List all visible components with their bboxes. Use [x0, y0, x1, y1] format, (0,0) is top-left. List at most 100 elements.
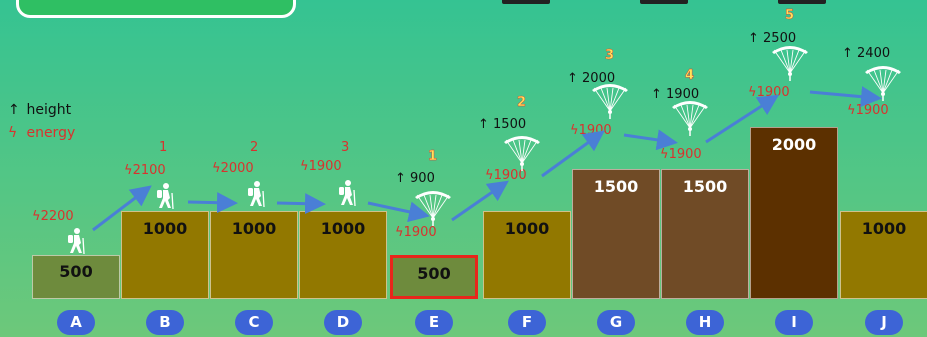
- up-arrow-icon: ↑: [651, 87, 667, 102]
- height-label: ↑ 1500: [478, 118, 526, 132]
- energy-label: ϟ2000: [212, 162, 254, 176]
- lightning-icon: ϟ: [847, 103, 856, 118]
- block-height-value: 500: [417, 264, 451, 283]
- energy-value: 1900: [403, 225, 437, 240]
- height-value: 2000: [582, 71, 616, 86]
- column-badge: H: [686, 310, 724, 335]
- path-arrow: [187, 192, 238, 214]
- terrain-block: 1000: [210, 211, 298, 299]
- energy-value: 2100: [132, 163, 166, 178]
- height-value: 900: [410, 171, 435, 186]
- energy-label: ϟ1900: [395, 226, 437, 240]
- height-label: ↑ 900: [395, 172, 435, 186]
- paraglider-icon: [592, 84, 628, 119]
- energy-value: 2200: [40, 209, 74, 224]
- lightning-icon: ϟ: [212, 161, 221, 176]
- path-arrow: [451, 180, 509, 222]
- lightning-icon: ϟ: [124, 163, 133, 178]
- block-height-value: 1000: [320, 219, 366, 238]
- height-value: 1500: [493, 117, 527, 132]
- height-label: ↑ 2400: [842, 47, 890, 61]
- lightning-icon: ϟ: [395, 225, 404, 240]
- height-label: ↑ 1900: [651, 88, 699, 102]
- up-arrow-icon: ↑: [748, 31, 764, 46]
- energy-label: ϟ1900: [485, 169, 527, 183]
- terrain-block: 1000: [299, 211, 387, 299]
- up-arrow-icon: ↑: [395, 171, 411, 186]
- energy-value: 1900: [493, 168, 527, 183]
- top-chip: [778, 0, 826, 4]
- column-badge: A: [57, 310, 95, 335]
- path-arrow: [92, 185, 152, 232]
- terrain-block: 1000: [483, 211, 571, 299]
- path-arrow: [623, 129, 678, 151]
- path-arrow: [809, 86, 882, 108]
- top-chip: [502, 0, 550, 4]
- step-number: 2: [517, 95, 527, 110]
- terrain-block: 1000: [121, 211, 209, 299]
- lightning-icon: ϟ: [32, 209, 41, 224]
- path-arrow: [367, 201, 430, 223]
- path-arrow: [276, 193, 326, 215]
- top-panel: [16, 0, 296, 18]
- step-number: 3: [605, 48, 615, 63]
- energy-label: ϟ1900: [660, 148, 702, 162]
- terrain-block: 1500: [572, 169, 660, 299]
- block-height-value: 1000: [231, 219, 277, 238]
- up-arrow-icon: ↑: [478, 117, 494, 132]
- terrain-block: 1500: [661, 169, 749, 299]
- lightning-icon: ϟ: [570, 123, 579, 138]
- path-arrow: [705, 94, 780, 144]
- column-badge: B: [146, 310, 184, 335]
- hiker-icon: [339, 180, 356, 207]
- column-badge: C: [235, 310, 273, 335]
- top-chip: [640, 0, 688, 4]
- height-value: 2500: [763, 31, 797, 46]
- up-arrow-icon: ↑: [567, 71, 583, 86]
- block-height-value: 1000: [861, 219, 907, 238]
- lightning-icon: ϟ: [660, 147, 669, 162]
- column-badge: F: [508, 310, 546, 335]
- block-height-value: 2000: [771, 135, 817, 154]
- paraglider-icon: [772, 46, 808, 81]
- hiker-icon: [157, 183, 174, 210]
- terrain-block: 500: [32, 255, 120, 299]
- legend-energy: ϟ energy: [8, 125, 75, 141]
- legend-height-label: height: [26, 102, 72, 118]
- lightning-icon: ϟ: [8, 125, 18, 141]
- height-label: ↑ 2000: [567, 72, 615, 86]
- step-number: 2: [250, 140, 259, 155]
- height-value: 2400: [857, 46, 891, 61]
- energy-value: 1900: [668, 147, 702, 162]
- lightning-icon: ϟ: [748, 85, 757, 100]
- block-height-value: 1500: [682, 177, 728, 196]
- step-number: 1: [428, 149, 438, 164]
- legend-energy-label: energy: [26, 125, 76, 141]
- energy-label: ϟ2200: [32, 210, 74, 224]
- energy-label: ϟ2100: [124, 164, 166, 178]
- step-number: 1: [159, 140, 168, 155]
- step-number: 3: [341, 140, 350, 155]
- energy-value: 1900: [308, 159, 342, 174]
- terrain-block: 1000: [840, 211, 927, 299]
- up-arrow-icon: ↑: [842, 46, 858, 61]
- column-badge: E: [415, 310, 453, 335]
- step-number: 4: [685, 68, 695, 83]
- paraglider-icon: [504, 136, 540, 171]
- lightning-icon: ϟ: [485, 168, 494, 183]
- legend-height: ↑ height: [8, 102, 71, 118]
- energy-value: 2000: [220, 161, 254, 176]
- paraglider-icon: [672, 101, 708, 136]
- block-height-value: 500: [59, 262, 93, 281]
- height-value: 1900: [666, 87, 700, 102]
- terrain-block: 2000: [750, 127, 838, 299]
- column-badge: D: [324, 310, 362, 335]
- step-number: 5: [785, 8, 795, 23]
- hiker-icon: [248, 181, 265, 208]
- block-height-value: 1000: [504, 219, 550, 238]
- column-badge: I: [775, 310, 813, 335]
- height-label: ↑ 2500: [748, 32, 796, 46]
- path-arrow: [541, 130, 605, 178]
- terrain-block: 500: [390, 255, 478, 299]
